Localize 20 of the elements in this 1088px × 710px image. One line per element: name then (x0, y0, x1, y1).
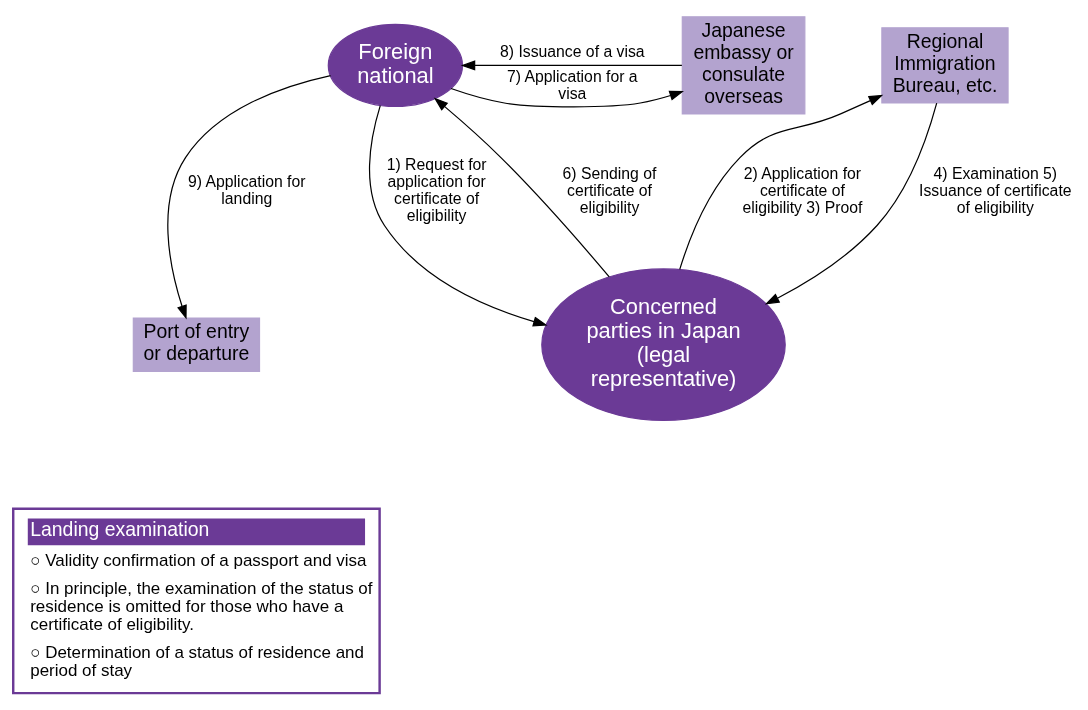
node-ellipse: Concerned parties in Japan (legal representative) (541, 268, 786, 422)
arrow (679, 94, 884, 271)
edge-label: 7) Application for a visa (507, 67, 638, 102)
edge-label: 9) Application for landing (188, 173, 306, 208)
edge-label: 8) Issuance of a visa (500, 43, 645, 61)
edge-label: 2) Application for certificate of eligibility 3) Proof (742, 164, 863, 216)
arrow (450, 87, 684, 108)
arrow (460, 60, 683, 71)
node-box: Regional Immigration Bureau, etc. (881, 27, 1009, 104)
edge-label: 4) Examination 5) Issuance of certificate of eligibility (919, 164, 1072, 216)
node-box: Landing examination ○ Validity confirmation of a passport and visa ○ In principle, the examination of the status of residence is omitted for those who have a certificate of eligibility. ○ Determination of a status of residence and period of stay (12, 507, 381, 695)
node-box: Port of entry or departure (132, 317, 261, 372)
node-box: Japanese embassy or consulate overseas (681, 16, 806, 115)
edge-label: 6) Sending of certificate of eligibility (562, 164, 657, 216)
node-ellipse: Foreign national (327, 23, 464, 108)
arrow (167, 75, 332, 320)
arrow (368, 105, 548, 327)
arrow (433, 97, 610, 278)
arrow (764, 102, 938, 305)
edge-label: 1) Request for application for certificate of eligibility (386, 156, 487, 225)
